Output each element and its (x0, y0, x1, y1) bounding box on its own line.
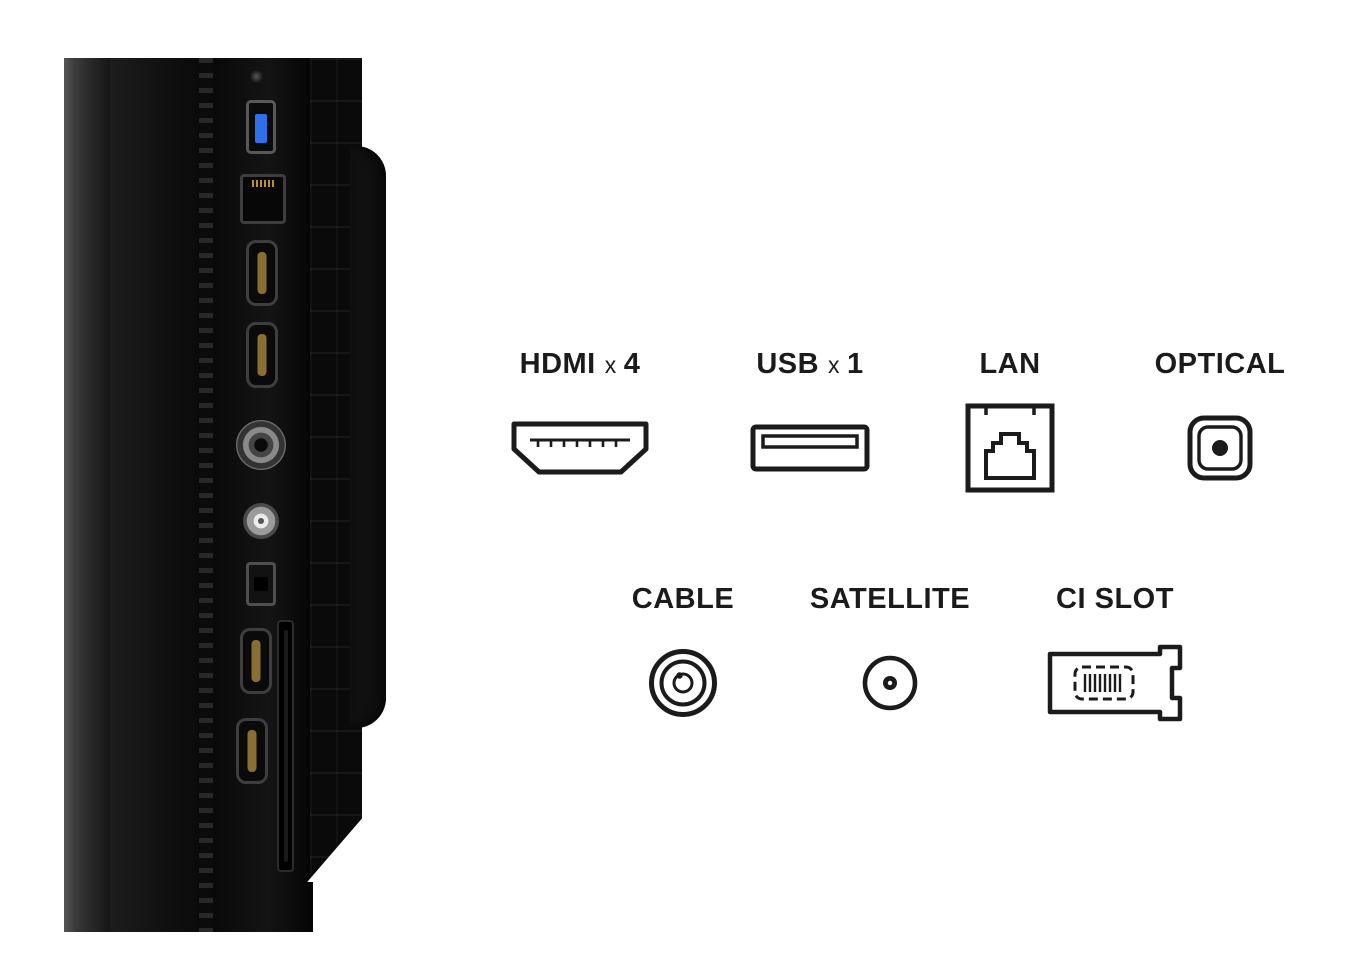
hdmi-contact-slot (257, 334, 267, 376)
legend-item-optical: OPTICAL (1120, 348, 1320, 496)
hdmi-port-2 (246, 322, 278, 388)
screw-icon (250, 70, 263, 83)
satellite-label: SATELLITE (810, 583, 970, 619)
cable-icon (649, 649, 717, 717)
usb-label-name: USB (756, 348, 820, 380)
ci-slot-label-name: CI SLOT (1056, 583, 1174, 615)
legend-item-ci-slot: CI SLOT (1015, 583, 1215, 731)
cable-rf-port (236, 420, 286, 470)
usb-label-count: 1 (847, 348, 864, 380)
hdmi-contact-slot (257, 252, 267, 294)
panel-left-edge (64, 58, 110, 932)
hdmi-port-1 (246, 240, 278, 306)
ci-slot-icon (1047, 644, 1183, 722)
optical-port (246, 562, 276, 606)
legend-item-satellite: SATELLITE (790, 583, 990, 731)
optical-label: OPTICAL (1155, 348, 1286, 384)
hdmi-label-count: 4 (623, 348, 641, 380)
legend-item-lan: LAN (910, 348, 1110, 496)
hdmi-label-times: x (604, 352, 617, 378)
panel-vent-seam (199, 58, 213, 932)
ethernet-port (240, 174, 286, 224)
satellite-port (243, 503, 279, 539)
cable-label: CABLE (632, 583, 734, 619)
hdmi-contact-slot (247, 730, 257, 772)
cable-label-name: CABLE (631, 583, 735, 615)
usb-label-times: x (828, 352, 841, 378)
panel-back-bulge (350, 146, 386, 728)
hdmi-port-4 (236, 718, 268, 784)
ethernet-pins (252, 180, 274, 187)
usb-blue-tongue (255, 114, 267, 143)
hdmi-contact-slot (251, 640, 261, 682)
lan-icon (965, 403, 1055, 493)
lan-label: LAN (979, 348, 1040, 384)
satellite-center-pin (258, 518, 264, 524)
usb-port (246, 100, 276, 154)
optical-icon (1187, 415, 1253, 481)
satellite-icon (862, 655, 918, 711)
hdmi-icon (511, 421, 649, 475)
optical-opening (254, 577, 268, 591)
satellite-label-name: SATELLITE (809, 583, 971, 615)
ci-slot-groove (283, 630, 288, 862)
hdmi-port-3 (240, 628, 272, 694)
lan-label-name: LAN (979, 348, 1041, 380)
optical-label-name: OPTICAL (1154, 348, 1286, 380)
panel-body (110, 58, 202, 932)
legend-item-cable: CABLE (583, 583, 783, 731)
tv-side-panel (0, 0, 420, 965)
usb-icon (750, 424, 870, 472)
ci-card-slot (277, 620, 294, 872)
hdmi-label-name: HDMI (519, 348, 596, 380)
ci-slot-label: CI SLOT (1056, 583, 1174, 619)
